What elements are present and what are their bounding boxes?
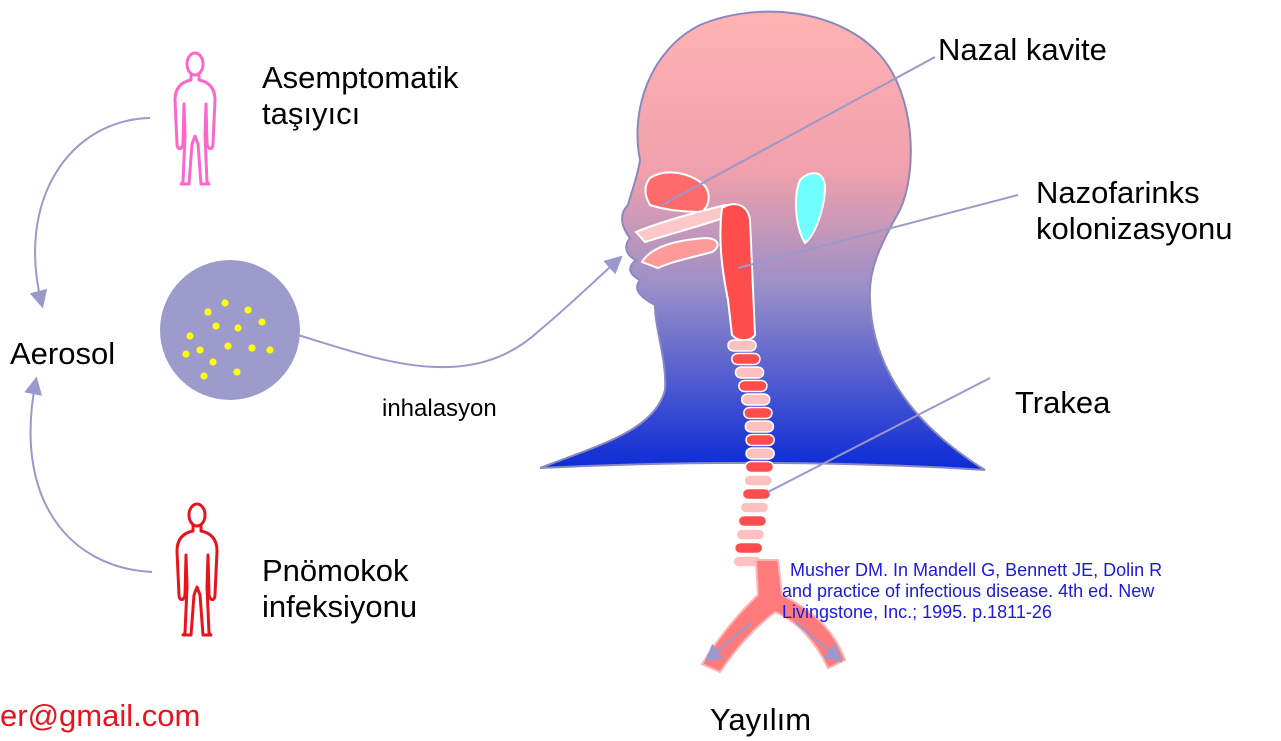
trachea-ring: [746, 435, 774, 446]
trachea-ring: [735, 543, 763, 554]
trachea-ring: [740, 502, 768, 513]
trachea-ring: [746, 448, 774, 459]
reference-citation: Musher DM. In Mandell G, Bennett JE, Dol…: [782, 560, 1162, 623]
trachea-ring: [736, 367, 764, 378]
aerosol-particle: [186, 332, 193, 339]
person-outline-icon: [175, 53, 215, 184]
aerosol-particle: [258, 318, 265, 325]
infection-line1: Pnömokok: [262, 553, 417, 589]
trachea-ring: [742, 394, 770, 405]
trachea-ring: [745, 421, 773, 432]
trachea-ring: [732, 354, 760, 365]
trachea-ring: [742, 489, 770, 500]
trachea-ring: [728, 340, 756, 351]
aerosol-particle: [212, 322, 219, 329]
inhalation-label: inhalasyon: [382, 395, 497, 423]
reference-line1: Musher DM. In Mandell G, Bennett JE, Dol…: [782, 560, 1162, 581]
nasopharynx-line2: kolonizasyonu: [1036, 211, 1232, 247]
trachea-ring: [744, 408, 772, 419]
asymptomatic-carrier-label: Asemptomatik taşıyıcı: [262, 60, 458, 132]
aerosol-particle: [233, 368, 240, 375]
aerosol-particle: [248, 344, 255, 351]
trachea-ring: [738, 516, 766, 527]
pneumococcal-infection-label: Pnömokok infeksiyonu: [262, 553, 417, 625]
spread-label: Yayılım: [710, 702, 811, 738]
nasopharynx-colonization-label: Nazofarinks kolonizasyonu: [1036, 175, 1232, 247]
arrow-carrier-to-aerosol: [35, 118, 150, 305]
aerosol-particle: [209, 358, 216, 365]
asymptomatic-line1: Asemptomatik: [262, 60, 458, 96]
aerosol-particle: [244, 306, 251, 313]
person-outline-icon: [177, 504, 217, 635]
reference-line3: Livingstone, Inc.; 1995. p.1811-26: [782, 602, 1162, 623]
aerosol-particle: [234, 324, 241, 331]
nasal-cavity-label: Nazal kavite: [938, 32, 1107, 68]
arrow-inhalation: [298, 258, 620, 367]
aerosol-particle: [200, 372, 207, 379]
asymptomatic-line2: taşıyıcı: [262, 96, 458, 132]
aerosol-particle: [224, 342, 231, 349]
aerosol-disc: [160, 260, 300, 400]
trachea-label: Trakea: [1015, 385, 1110, 421]
aerosol-particle: [196, 346, 203, 353]
arrow-infection-to-aerosol: [31, 380, 152, 572]
nasopharynx-line1: Nazofarinks: [1036, 175, 1232, 211]
aerosol-particle: [266, 346, 273, 353]
aerosol-particle: [204, 308, 211, 315]
aerosol-label: Aerosol: [10, 336, 115, 372]
trachea-ring: [744, 475, 772, 486]
email-fragment[interactable]: er@gmail.com: [0, 698, 200, 734]
reference-line2: and practice of infectious disease. 4th …: [782, 581, 1162, 602]
trachea-ring: [745, 462, 773, 473]
aerosol-particle: [221, 299, 228, 306]
trachea-ring: [739, 381, 767, 392]
infection-line2: infeksiyonu: [262, 589, 417, 625]
aerosol-particle: [182, 350, 189, 357]
trachea-ring: [736, 529, 764, 540]
